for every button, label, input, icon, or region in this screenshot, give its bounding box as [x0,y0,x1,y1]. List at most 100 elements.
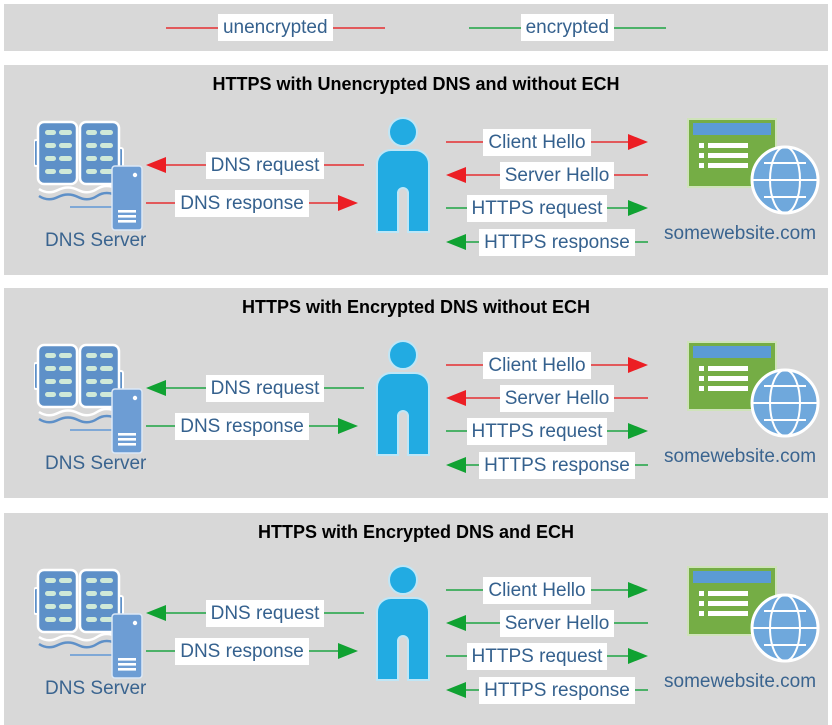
arrow-line [308,425,338,427]
dns-response-arrow: DNS response [146,412,358,440]
server-hello-arrow: Server Hello [446,609,649,637]
arrow-line [446,207,467,209]
arrow-label: Client Hello [483,576,591,604]
arrow-line [466,174,500,176]
website-caption: somewebsite.com [664,223,817,244]
arrow-line [446,141,484,143]
arrow-line [308,202,338,204]
arrow-label: Server Hello [499,609,615,637]
legend-label: encrypted [520,14,615,41]
arrow-line [324,612,364,614]
panel-title: HTTPS with Unencrypted DNS and without E… [212,74,620,94]
encrypted-line [614,26,667,29]
encrypted-line [468,26,521,29]
arrow-label: DNS request [205,151,325,179]
dns-request-arrow: DNS request [146,151,364,179]
arrow-line [146,650,176,652]
dns-server-caption: DNS Server [45,453,147,474]
dns-response-arrow: DNS response [146,189,358,217]
server-hello-arrow: Server Hello [446,161,649,189]
legend-item-unencrypted: unencrypted [165,14,385,41]
arrow-line [466,622,500,624]
arrowhead-left-icon [446,390,466,406]
arrowhead-right-icon [628,648,648,664]
website-icon [686,565,821,670]
arrow-label: HTTPS request [466,194,608,222]
arrow-label: HTTPS request [466,417,608,445]
https-response-arrow: HTTPS response [446,451,649,479]
arrow-label: DNS request [205,599,325,627]
dns-response-arrow: DNS response [146,637,358,665]
arrow-label: HTTPS response [479,228,635,256]
legend-bar: unencrypted encrypted [4,4,828,51]
arrow-line [590,364,628,366]
https-response-arrow: HTTPS response [446,228,649,256]
dns-request-arrow: DNS request [146,374,364,402]
arrow-label: Server Hello [499,384,615,412]
arrowhead-left-icon [146,605,166,621]
arrow-label: HTTPS response [479,676,635,704]
client-hello-arrow: Client Hello [446,351,648,379]
person-icon [364,339,442,462]
website-caption: somewebsite.com [664,671,817,692]
arrowhead-right-icon [628,134,648,150]
arrow-line [446,364,484,366]
arrowhead-left-icon [146,157,166,173]
https-request-arrow: HTTPS request [446,417,648,445]
arrow-line [446,655,467,657]
arrowhead-right-icon [628,200,648,216]
website-icon [686,117,821,222]
arrow-line [146,202,176,204]
scenario-panel: HTTPS with Unencrypted DNS and without E… [4,65,828,275]
arrow-line [607,655,628,657]
arrowhead-right-icon [628,582,648,598]
person-icon [364,116,442,239]
scenario-panel: HTTPS with Encrypted DNS and ECH [4,513,828,725]
https-request-arrow: HTTPS request [446,194,648,222]
arrowhead-left-icon [446,457,466,473]
arrow-line [590,141,628,143]
arrow-label: DNS request [205,374,325,402]
legend-item-encrypted: encrypted [468,14,667,41]
arrow-line [607,207,628,209]
arrow-line [614,174,649,176]
arrow-line [146,425,176,427]
arrow-label: HTTPS response [479,451,635,479]
arrowhead-left-icon [446,234,466,250]
https-response-arrow: HTTPS response [446,676,649,704]
arrow-label: Server Hello [499,161,615,189]
arrow-line [446,430,467,432]
server-hello-arrow: Server Hello [446,384,649,412]
arrow-line [607,430,628,432]
arrowhead-left-icon [446,615,466,631]
arrow-label: Client Hello [483,128,591,156]
legend-label: unencrypted [217,14,333,41]
arrow-line [166,612,206,614]
arrow-line [634,689,649,691]
scenario-panel: HTTPS with Encrypted DNS without ECH [4,288,828,498]
arrow-label: DNS response [175,637,309,665]
arrowhead-left-icon [146,380,166,396]
person-icon [364,564,442,687]
arrow-label: HTTPS request [466,642,608,670]
client-hello-arrow: Client Hello [446,576,648,604]
arrowhead-right-icon [338,643,358,659]
arrow-line [634,241,649,243]
arrow-label: DNS response [175,412,309,440]
panel-title: HTTPS with Encrypted DNS without ECH [241,297,590,317]
dns-server-caption: DNS Server [45,230,147,251]
client-hello-arrow: Client Hello [446,128,648,156]
arrowhead-left-icon [446,167,466,183]
website-caption: somewebsite.com [664,446,817,467]
arrow-line [614,397,649,399]
arrow-line [590,589,628,591]
arrow-line [166,387,206,389]
arrow-line [446,589,484,591]
dns-server-icon [33,566,159,686]
dns-server-icon [33,118,159,238]
dns-server-icon [33,341,159,461]
website-icon [686,340,821,445]
arrowhead-right-icon [628,423,648,439]
arrow-label: Client Hello [483,351,591,379]
